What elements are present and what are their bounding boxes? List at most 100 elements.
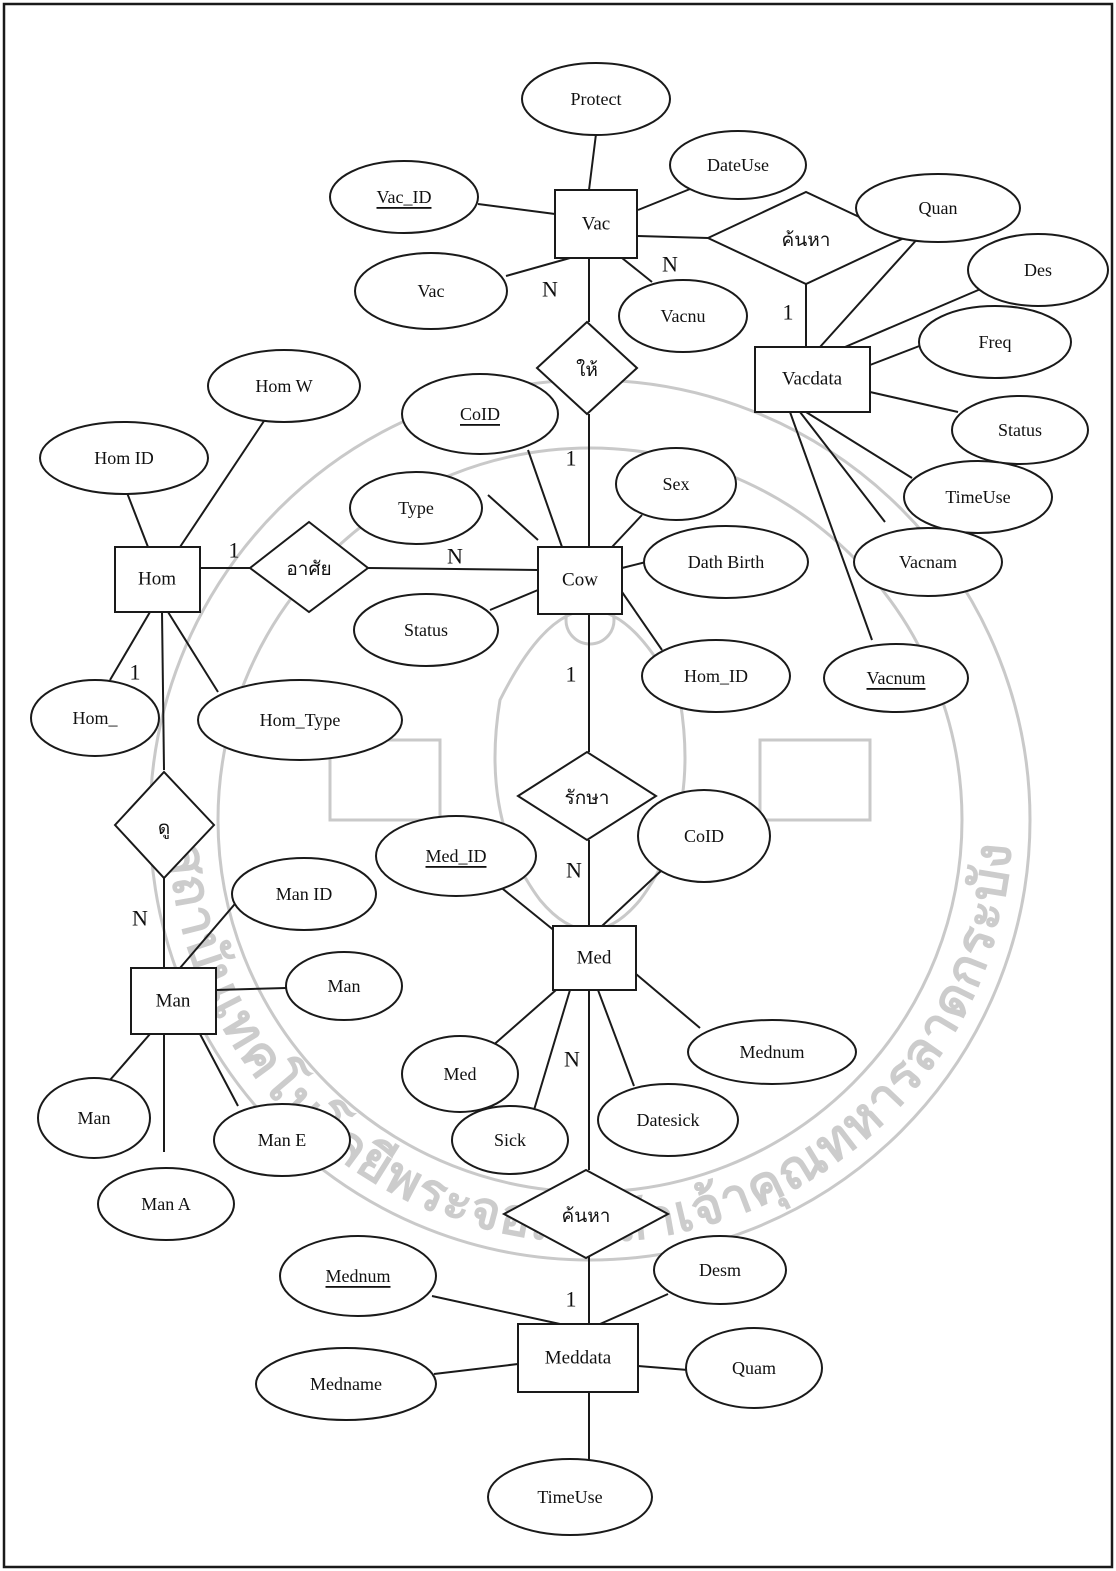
attr-man-inner: Man <box>285 951 403 1021</box>
attr-datesick-label: Datesick <box>637 1110 700 1130</box>
attr-medname-label: Medname <box>310 1374 382 1394</box>
attr-med-name: Med <box>401 1035 519 1113</box>
attr-man-inner-label: Man <box>328 976 361 996</box>
attr-man-left: Man <box>37 1077 151 1159</box>
attr-vacnu-label: Vacnu <box>661 306 706 326</box>
rel-hom-man: ดู <box>113 770 216 880</box>
attr-vacnum-label: Vacnum <box>867 668 926 688</box>
entity-hom: Hom <box>114 546 201 613</box>
attr-hom-id: Hom ID <box>39 421 209 495</box>
attr-man-a-label: Man A <box>141 1194 191 1214</box>
attr-vacnum: Vacnum <box>823 643 969 713</box>
attr-hom-short: Hom_ <box>30 679 160 757</box>
attr-vacdata-timeuse-label: TimeUse <box>945 487 1010 507</box>
entity-man: Man <box>130 967 217 1035</box>
attr-man-e: Man E <box>213 1103 351 1177</box>
attr-dateuse: DateUse <box>669 130 807 200</box>
attr-vacnam-label: Vacnam <box>899 552 957 572</box>
attr-dateuse-label: DateUse <box>707 155 769 175</box>
cardinalities: N 1 N 1 1 N 1 N 1 N N 1 <box>130 252 794 1312</box>
entity-vacdata-label: Vacdata <box>782 369 843 390</box>
attr-quan: Quan <box>855 173 1021 243</box>
attr-med-coid: CoID <box>637 789 771 883</box>
attr-desm-label: Desm <box>699 1260 741 1280</box>
entity-cow-label: Cow <box>562 570 598 591</box>
entity-meddata: Meddata <box>517 1323 639 1393</box>
attr-des-label: Des <box>1024 260 1052 280</box>
attr-quam-label: Quam <box>732 1358 776 1378</box>
entity-vacdata: Vacdata <box>754 346 871 413</box>
attr-man-id: Man ID <box>231 857 377 931</box>
attr-protect: Protect <box>521 62 671 136</box>
attr-type: Type <box>349 471 483 545</box>
attr-desm: Desm <box>653 1235 787 1305</box>
attr-med-mednum: Mednum <box>687 1019 857 1085</box>
rel-hom-cow-label: อาศัย <box>286 558 331 580</box>
attr-med-name-label: Med <box>444 1064 477 1084</box>
card-cow-left-n: N <box>447 544 463 569</box>
attr-cow-hom-id: Hom_ID <box>641 639 791 713</box>
attr-vacdata-status-label: Status <box>998 420 1042 440</box>
attr-quan-label: Quan <box>919 198 958 218</box>
attr-vacnam: Vacnam <box>853 527 1003 597</box>
rel-med-meddata-label: ค้นหา <box>562 1205 611 1227</box>
card-med-top-n: N <box>566 858 582 883</box>
attr-hom-w-label: Hom W <box>255 376 312 396</box>
entity-vac-label: Vac <box>582 214 610 235</box>
rel-hom-cow: อาศัย <box>248 520 370 614</box>
rel-cow-med-label: รักษา <box>565 787 610 809</box>
attr-man-e-label: Man E <box>258 1130 307 1150</box>
attr-vacnu: Vacnu <box>618 279 748 353</box>
card-vac-rel-n: N <box>662 252 678 277</box>
entity-hom-label: Hom <box>138 569 176 590</box>
attr-sick-label: Sick <box>494 1130 526 1150</box>
attr-sick: Sick <box>451 1105 569 1175</box>
attr-coid: CoID <box>401 373 559 455</box>
rel-vac-cow-label: ให้ <box>576 359 598 381</box>
attr-medname: Medname <box>255 1347 437 1421</box>
attr-mednum-label: Mednum <box>326 1266 391 1286</box>
attr-hom-w: Hom W <box>207 349 361 423</box>
card-cow-top-1: 1 <box>566 446 577 471</box>
rel-vac-vacdata-label: ค้นหา <box>782 229 831 251</box>
card-med-bottom-n: N <box>564 1047 580 1072</box>
attr-cow-status-label: Status <box>404 620 448 640</box>
attr-meddata-timeuse-label: TimeUse <box>537 1487 602 1507</box>
entity-vac: Vac <box>554 189 638 259</box>
attr-hom-id-label: Hom ID <box>94 448 154 468</box>
attr-meddata-timeuse: TimeUse <box>487 1458 653 1536</box>
attr-hom-type-label: Hom_Type <box>260 710 341 730</box>
connectors <box>109 133 991 1462</box>
attr-vacdata-status: Status <box>951 395 1089 465</box>
attr-datesick: Datesick <box>597 1083 739 1157</box>
attr-sex-label: Sex <box>663 474 690 494</box>
rel-vac-cow: ให้ <box>535 320 639 416</box>
entity-man-label: Man <box>156 991 191 1012</box>
attr-protect-label: Protect <box>571 89 622 109</box>
attr-coid-label: CoID <box>460 404 500 424</box>
attr-quam: Quam <box>685 1327 823 1409</box>
attr-man-a: Man A <box>97 1167 235 1241</box>
entity-meddata-label: Meddata <box>545 1348 612 1369</box>
attr-cow-hom-id-label: Hom_ID <box>684 666 748 686</box>
entity-med-label: Med <box>577 948 612 969</box>
attr-des: Des <box>967 233 1109 307</box>
rel-hom-man-label: ดู <box>158 817 170 839</box>
entity-cow: Cow <box>537 546 623 615</box>
attr-vac-name-label: Vac <box>418 281 445 301</box>
card-vacdata-1: 1 <box>783 300 794 325</box>
card-meddata-1: 1 <box>566 1287 577 1312</box>
attr-mednum: Mednum <box>279 1235 437 1317</box>
rel-cow-med: รักษา <box>516 750 658 842</box>
card-hom-bottom-1: 1 <box>130 660 141 685</box>
attr-med-coid-label: CoID <box>684 826 724 846</box>
entity-med: Med <box>552 925 637 991</box>
attr-man-id-label: Man ID <box>276 884 333 904</box>
attr-med-mednum-label: Mednum <box>740 1042 805 1062</box>
attr-hom-short-label: Hom_ <box>73 708 119 728</box>
attr-vac-id: Vac_ID <box>329 160 479 234</box>
attr-vac-name: Vac <box>354 252 508 330</box>
attr-cow-status: Status <box>353 593 499 667</box>
